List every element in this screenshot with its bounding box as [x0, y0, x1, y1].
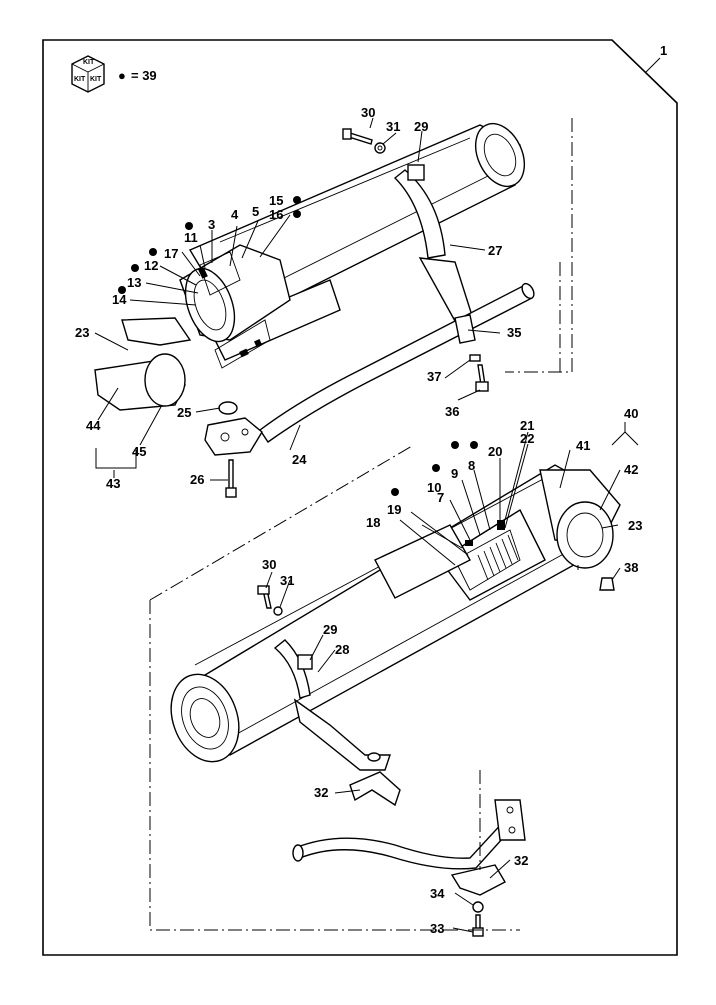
diagram-number: 1 [660, 43, 667, 58]
part-label: 3 [208, 217, 215, 232]
part-label: 40 [624, 406, 638, 421]
part-label: 42 [624, 462, 638, 477]
kit-dots [118, 196, 478, 496]
part-label: 20 [488, 444, 502, 459]
svg-text:KIT: KIT [74, 76, 86, 83]
part-label: 34 [430, 886, 445, 901]
part-label: 10 [427, 480, 441, 495]
part-label: 44 [86, 418, 101, 433]
kit-box-icon: KIT KIT KIT [71, 55, 105, 93]
part-label: 22 [520, 431, 534, 446]
upper-dash-frame [505, 118, 573, 373]
part-label: 29 [323, 622, 337, 637]
lower-cylinder-assembly [170, 464, 621, 771]
part-label: 27 [488, 243, 502, 258]
part-label: 32 [514, 853, 528, 868]
part-label: 8 [468, 458, 475, 473]
part-label: 5 [252, 204, 259, 219]
svg-text:KIT: KIT [90, 76, 102, 83]
part-label: 38 [624, 560, 638, 575]
part-label: 24 [292, 452, 307, 467]
nut-38 [599, 577, 615, 591]
part-label: 31 [386, 119, 400, 134]
part-label: 23 [628, 518, 642, 533]
part-label: 29 [414, 119, 428, 134]
kit-legend-text: = 39 [131, 68, 157, 83]
part-label: 36 [445, 404, 459, 419]
part-label: 28 [335, 642, 349, 657]
part-label: 33 [430, 921, 444, 936]
part-label: 4 [231, 207, 239, 222]
part-label: 11 [184, 230, 198, 245]
part-label: 25 [177, 405, 191, 420]
svg-text:KIT: KIT [83, 59, 95, 66]
leader-lines [94, 117, 639, 933]
title-leader-line [644, 57, 661, 74]
part-label: 35 [507, 325, 521, 340]
part-label: 7 [437, 490, 444, 505]
top-bolt-group [342, 128, 386, 154]
upper-hose [204, 282, 535, 498]
lower-bolt-group [257, 585, 283, 616]
part-label: 17 [164, 246, 178, 261]
part-label: 43 [106, 476, 120, 491]
part-label: 15 [269, 193, 283, 208]
lower-hose [292, 771, 526, 937]
lower-dash-frame [149, 445, 579, 931]
part-label: 23 [75, 325, 89, 340]
part-label: 41 [576, 438, 590, 453]
part-label: 26 [190, 472, 204, 487]
diagram-frame [42, 39, 678, 956]
kit-legend-dot: ● [118, 68, 126, 83]
part-label: 16 [269, 207, 283, 222]
part-label: 30 [361, 105, 375, 120]
part-label: 37 [427, 369, 441, 384]
part-label: 45 [132, 444, 146, 459]
part-label: 21 [520, 418, 534, 433]
part-label: 32 [314, 785, 328, 800]
part-label: 30 [262, 557, 276, 572]
part-label: 31 [280, 573, 294, 588]
part-label: 9 [451, 466, 458, 481]
part-label: 14 [112, 292, 127, 307]
upper-cylinder-assembly [94, 122, 526, 411]
part-label: 12 [144, 258, 158, 273]
part-label: 18 [366, 515, 380, 530]
part-label: 19 [387, 502, 401, 517]
part-label: 13 [127, 275, 141, 290]
part-labels: 3 4 5 7 8 9 10 11 12 13 14 15 16 17 18 1… [75, 105, 642, 936]
